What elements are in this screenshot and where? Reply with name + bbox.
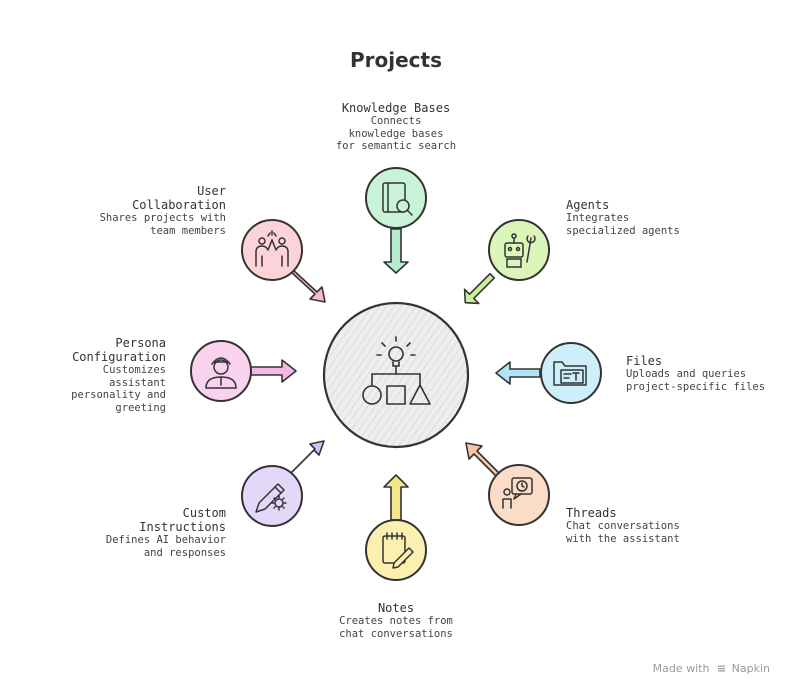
arrow-custom-instructions [287, 440, 325, 477]
label-files: Files Uploads and queries project-specif… [626, 354, 786, 393]
node-agents [488, 219, 550, 281]
threads-desc: Chat conversations with the assistant [566, 520, 680, 545]
napkin-logo-icon: ≡ [716, 662, 727, 675]
folder-document-icon [553, 361, 587, 386]
napkin-watermark[interactable]: Made with ≡ Napkin [653, 662, 770, 675]
label-custom-instructions: Custom Instructions Defines AI behavior … [46, 506, 226, 559]
arrow-threads [465, 442, 502, 479]
persona-configuration-title: Persona Configuration [72, 336, 166, 364]
robot-wrench-icon [504, 233, 536, 268]
label-agents: Agents Integrates specialized agents [566, 198, 746, 237]
person-chat-icon [502, 477, 533, 509]
notes-title: Notes [377, 601, 415, 615]
footer-prefix: Made with [652, 662, 710, 675]
node-custom-instructions [241, 465, 303, 527]
node-user-collaboration [241, 219, 303, 281]
node-notes [365, 519, 427, 581]
node-knowledge-bases [365, 167, 427, 229]
label-threads: Threads Chat conversations with the assi… [566, 506, 746, 545]
arrow-files [495, 361, 541, 385]
label-knowledge-bases: Knowledge Bases Connects knowledge bases… [296, 101, 496, 153]
custom-instructions-title: Custom Instructions [139, 506, 226, 534]
notes-desc: Creates notes from chat conversations [339, 615, 453, 640]
persona-icon [205, 357, 237, 389]
diagram-title: Projects [349, 48, 442, 72]
persona-configuration-desc: Customizes assistant personality and gre… [71, 364, 166, 414]
knowledge-bases-desc: Connects knowledge bases for semantic se… [335, 115, 457, 152]
arrow-user-collaboration [288, 267, 326, 303]
node-files [540, 342, 602, 404]
files-title: Files [626, 354, 663, 368]
notepad-pencil-icon [382, 532, 414, 569]
files-desc: Uploads and queries project-specific fil… [626, 368, 766, 393]
high-five-icon [255, 230, 289, 267]
arrow-persona-configuration [248, 359, 297, 383]
node-persona-configuration [190, 340, 252, 402]
arrow-agents [463, 272, 496, 305]
user-collaboration-title: User Collaboration [132, 184, 226, 212]
knowledge-bases-title: Knowledge Bases [341, 101, 451, 115]
node-threads [488, 464, 550, 526]
agents-desc: Integrates specialized agents [566, 212, 680, 237]
custom-instructions-desc: Defines AI behavior and responses [105, 534, 226, 559]
threads-title: Threads [566, 506, 617, 520]
label-user-collaboration: User Collaboration Shares projects with … [46, 184, 226, 237]
hub-circle [322, 301, 470, 449]
user-collaboration-desc: Shares projects with team members [99, 212, 226, 237]
arrow-knowledge-bases [383, 228, 409, 274]
arrow-notes [383, 474, 409, 521]
agents-title: Agents [566, 198, 610, 212]
label-persona-configuration: Persona Configuration Customizes assista… [16, 336, 166, 414]
footer-brand: Napkin [731, 662, 770, 675]
label-notes: Notes Creates notes from chat conversati… [296, 601, 496, 640]
book-search-icon [382, 182, 413, 216]
idea-shapes-icon [362, 336, 431, 405]
pencil-gear-icon [255, 483, 287, 513]
